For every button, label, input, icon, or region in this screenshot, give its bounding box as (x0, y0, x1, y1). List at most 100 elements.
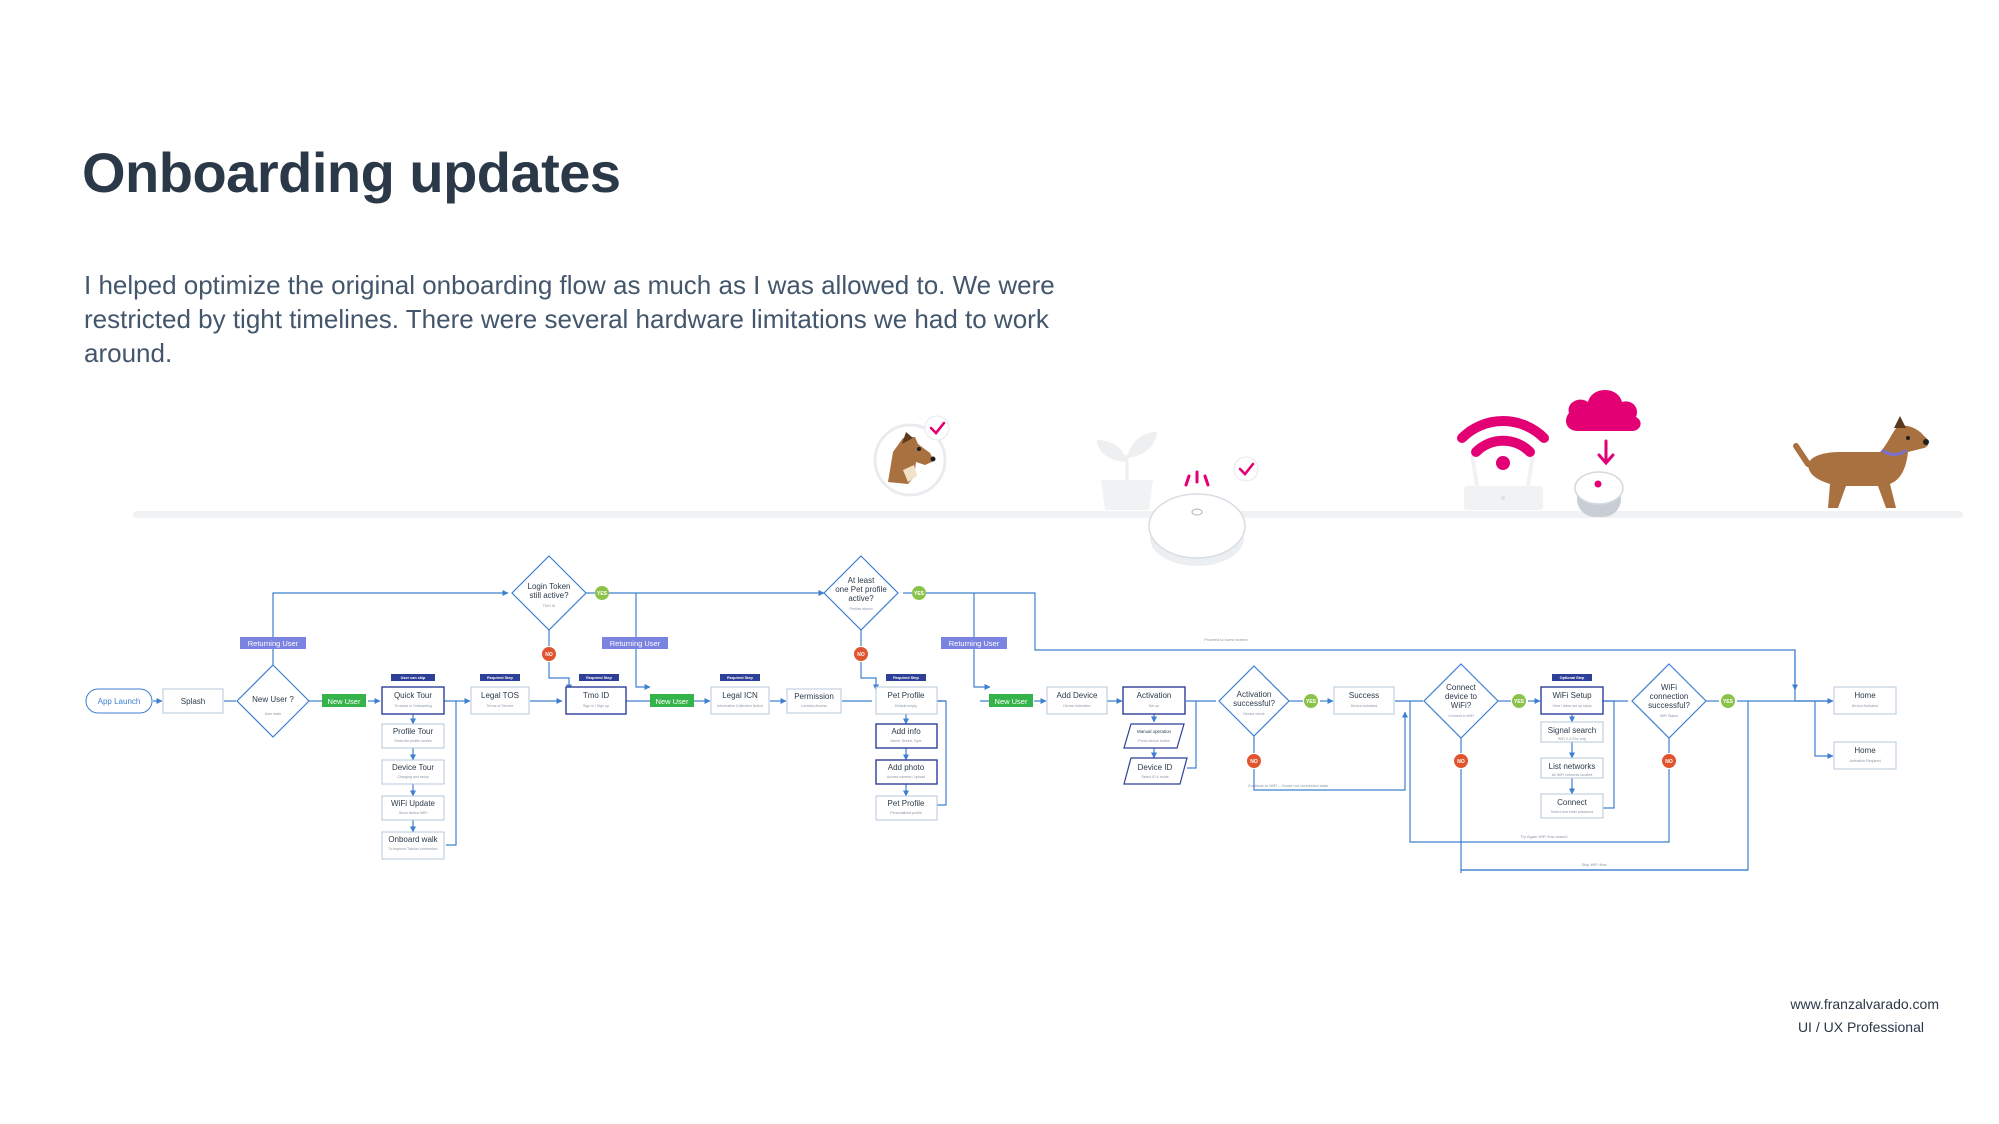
svg-text:Returning User: Returning User (610, 639, 661, 648)
svg-text:List networks: List networks (1549, 762, 1596, 771)
tracker-device-icon (1574, 471, 1624, 517)
yes-badge-3: YES (1304, 694, 1318, 708)
decision-title-line3: WiFi? (1451, 701, 1472, 710)
decision-connect-wifi: Connect device to WiFi? Connect to WiFi (1423, 663, 1499, 739)
svg-text:Returning User: Returning User (248, 639, 299, 648)
svg-text:Set up: Set up (1149, 704, 1159, 708)
decision-title-line3: active? (848, 594, 874, 603)
svg-text:Name, Breed, Type: Name, Breed, Type (891, 739, 922, 743)
svg-text:Access camera / upload: Access camera / upload (887, 775, 925, 779)
svg-text:Device ID: Device ID (1138, 763, 1173, 772)
yes-badge-4: YES (1512, 694, 1526, 708)
svg-text:Sign in / Sign up: Sign in / Sign up (583, 704, 609, 708)
node-manual-operation: Manual operation Press device button (1123, 723, 1185, 749)
node-permission: Permission Location Access (786, 688, 842, 714)
svg-text:Legal ICN: Legal ICN (722, 691, 758, 700)
node-activation: Activation Set up (1122, 686, 1186, 715)
svg-text:Personalized profile: Personalized profile (890, 811, 922, 815)
svg-text:YES: YES (1514, 699, 1525, 705)
decision-login-token: Login Token still active? TMO ID (511, 555, 587, 631)
decision-title-line1: WiFi (1661, 683, 1677, 692)
decision-title-line2: still active? (529, 591, 569, 600)
svg-text:Profiles stored: Profiles stored (850, 607, 873, 611)
label-new-user-2: New User (650, 694, 694, 707)
svg-text:Legal TOS: Legal TOS (481, 691, 519, 700)
label-returning-user-3: Returning User (941, 637, 1007, 649)
svg-text:YES: YES (914, 591, 925, 597)
node-add-info: Add info Name, Breed, Type (875, 723, 938, 749)
node-pet-profile-2: Pet Profile Personalized profile (875, 795, 938, 821)
node-home-activation-required: Home Activation Required (1833, 741, 1897, 770)
no-badge-5: NO (1662, 754, 1676, 768)
no-badge-2: NO (854, 647, 868, 661)
svg-text:NO: NO (857, 652, 865, 658)
no-badge-4: NO (1454, 754, 1468, 768)
svg-text:Information Collection Notice: Information Collection Notice (717, 704, 763, 708)
svg-text:Device Activated: Device Activated (1351, 704, 1378, 708)
svg-text:Manual operation: Manual operation (1137, 729, 1171, 734)
svg-text:Connect: Connect (1557, 798, 1588, 807)
decision-title-line3: successful? (1648, 701, 1690, 710)
svg-text:New User: New User (328, 697, 361, 706)
svg-text:WiFi Status: WiFi Status (1660, 714, 1679, 718)
svg-text:WiFi Update: WiFi Update (391, 799, 436, 808)
hub-device-check-icon (1148, 456, 1259, 566)
decision-pet-profile: At least one Pet profile active? Profile… (823, 555, 899, 631)
svg-text:NO: NO (545, 652, 553, 658)
edge-label-try-again: Try Again WiFi flow search (1520, 834, 1567, 839)
svg-text:Location Access: Location Access (801, 704, 827, 708)
node-onboard-walk: Onboard walk To improve Tracker connecti… (381, 831, 445, 860)
svg-text:Show device WiFi: Show device WiFi (399, 811, 428, 815)
svg-text:Profile Tour: Profile Tour (393, 727, 434, 736)
node-app-launch: App Launch (85, 688, 153, 714)
svg-text:Tmo ID: Tmo ID (583, 691, 609, 700)
decision-sub: User state (265, 712, 281, 716)
label-returning-user-1: Returning User (240, 637, 306, 649)
svg-text:New User: New User (995, 697, 1028, 706)
svg-text:Add info: Add info (891, 727, 921, 736)
svg-text:Device Activation: Device Activation (1063, 704, 1090, 708)
decision-title-line1: At least (848, 576, 875, 585)
decision-title-line2: connection (1650, 692, 1689, 701)
footer-website[interactable]: www.franzalvarado.com (1790, 996, 1939, 1012)
node-legal-tos: Required Step Legal TOS Terms of Service (470, 674, 530, 715)
node-quick-tour: User can skip Quick Tour To assist in On… (381, 674, 445, 715)
svg-text:WiFi Setup: WiFi Setup (1552, 691, 1592, 700)
svg-text:Device Activated: Device Activated (1852, 704, 1879, 708)
svg-text:Required Step: Required Step (893, 676, 919, 680)
decision-wifi-connection: WiFi connection successful? WiFi Status (1631, 663, 1707, 739)
node-title: App Launch (98, 697, 141, 706)
illustration-strip (133, 390, 1963, 566)
node-connect: Connect Select and enter password (1540, 793, 1604, 819)
svg-text:Device check: Device check (1243, 712, 1265, 716)
node-list-networks: List networks All WiFi networks located (1540, 757, 1604, 779)
svg-text:YES: YES (597, 591, 608, 597)
svg-text:YES: YES (1723, 699, 1734, 705)
edge-label-proceed-home: Proceed to home screen (1204, 637, 1248, 642)
decision-title-line2: one Pet profile (835, 585, 887, 594)
cloud-download-icon (1566, 390, 1641, 466)
svg-text:User can skip: User can skip (401, 676, 426, 680)
no-badge-1: NO (542, 647, 556, 661)
page-title: Onboarding updates (82, 141, 621, 204)
svg-text:Onboard walk: Onboard walk (388, 835, 438, 844)
svg-text:NO: NO (1250, 759, 1258, 765)
node-profile-tour: Profile Tour Show the profile screen (381, 723, 445, 749)
footer-role: UI / UX Professional (1797, 1019, 1924, 1035)
node-signal-search: Signal search WiFi 2.4 Ghz only (1540, 721, 1604, 743)
svg-text:Press device button: Press device button (1138, 739, 1170, 743)
label-returning-user-2: Returning User (602, 637, 668, 649)
decision-title-line2: successful? (1233, 699, 1275, 708)
svg-text:Required Step: Required Step (586, 676, 612, 680)
svg-text:Terms of Service: Terms of Service (487, 704, 514, 708)
svg-text:Select ID # mode: Select ID # mode (1141, 775, 1169, 779)
walking-dog-icon (1793, 416, 1929, 508)
svg-text:Quick Tour: Quick Tour (394, 691, 432, 700)
node-wifi-update: WiFi Update Show device WiFi (381, 795, 445, 821)
edge-label-continue-wifi: Continue to WiFi – Home not connected st… (1248, 783, 1329, 788)
svg-text:Permission: Permission (794, 692, 834, 701)
svg-text:View / allow set up steps: View / allow set up steps (1552, 704, 1591, 708)
svg-text:Device Tour: Device Tour (392, 763, 434, 772)
node-tmo-id: Required Step Tmo ID Sign in / Sign up (565, 674, 627, 715)
